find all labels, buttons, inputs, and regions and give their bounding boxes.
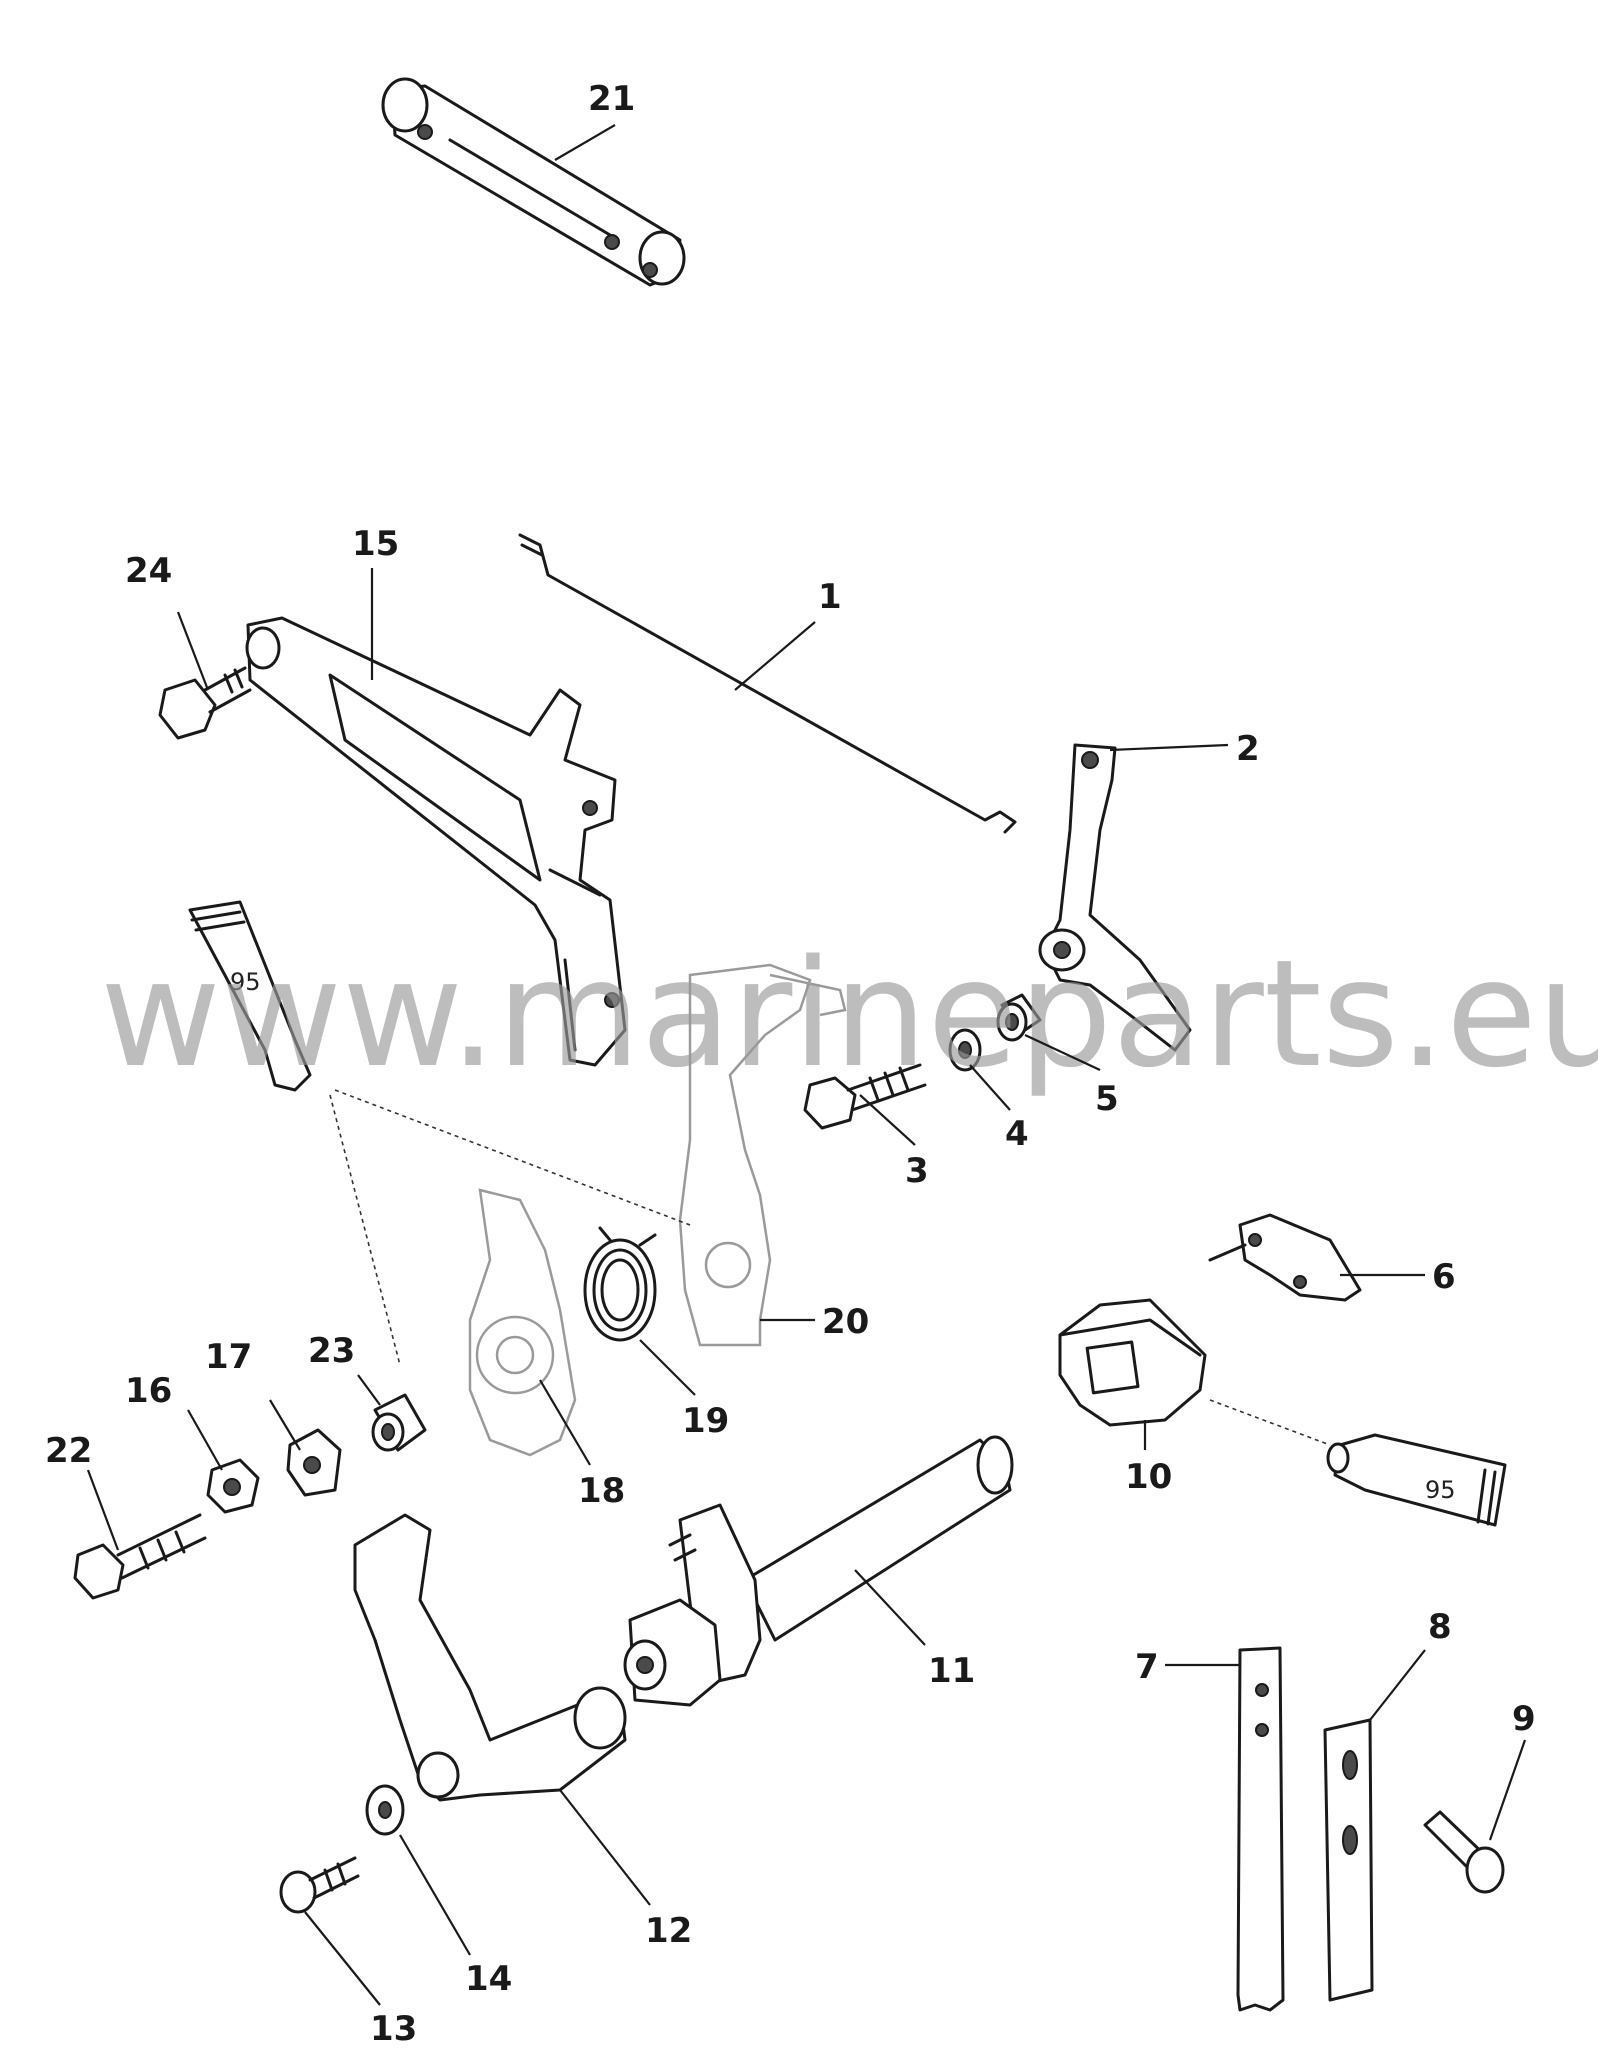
watermark: www.marineparts.eu bbox=[100, 928, 1598, 1100]
part-9-pin bbox=[1423, 1810, 1505, 1894]
part-18-plate bbox=[468, 1188, 577, 1457]
callout-5: 5 bbox=[1095, 1079, 1119, 1119]
callout-22: 22 bbox=[45, 1431, 92, 1471]
part-22-bolt bbox=[73, 1513, 207, 1600]
callout-1: 1 bbox=[818, 577, 842, 617]
callout-11: 11 bbox=[928, 1651, 975, 1691]
callout-20: 20 bbox=[822, 1302, 869, 1342]
callout-15: 15 bbox=[352, 524, 399, 564]
part-3-bolt bbox=[803, 1063, 927, 1130]
part-24-bolt bbox=[158, 666, 252, 740]
callout-21: 21 bbox=[588, 79, 635, 119]
part-17-nut bbox=[286, 1428, 342, 1497]
part-1-rod bbox=[518, 533, 1017, 834]
part-6-clip bbox=[1208, 1213, 1362, 1302]
callout-6: 6 bbox=[1432, 1257, 1456, 1297]
callout-16: 16 bbox=[125, 1371, 172, 1411]
part-4-washer bbox=[948, 1028, 982, 1072]
callout-17: 17 bbox=[205, 1337, 252, 1377]
callout-14: 14 bbox=[465, 1959, 512, 1999]
tube-label-right: 95 bbox=[1425, 1476, 1456, 1504]
tube-label-left: 95 bbox=[230, 968, 261, 996]
callout-8: 8 bbox=[1428, 1607, 1452, 1647]
part-13-screw bbox=[279, 1856, 360, 1914]
part-23-bushing bbox=[371, 1393, 427, 1452]
callout-9: 9 bbox=[1512, 1699, 1536, 1739]
part-14-washer bbox=[365, 1784, 405, 1836]
part-5-spacer bbox=[996, 993, 1042, 1042]
part-16-nut bbox=[206, 1458, 260, 1514]
part-21-link bbox=[381, 77, 686, 287]
callout-7: 7 bbox=[1135, 1647, 1159, 1687]
callout-13: 13 bbox=[370, 2009, 417, 2048]
grease-tube-left: 95 bbox=[188, 900, 312, 1092]
part-10-cam-housing bbox=[1058, 1298, 1207, 1427]
leader-lines bbox=[86, 124, 1527, 2006]
part-12-lever bbox=[353, 1513, 627, 1802]
callout-3: 3 bbox=[905, 1151, 929, 1191]
callout-24: 24 bbox=[125, 551, 172, 591]
callout-2: 2 bbox=[1236, 729, 1260, 769]
part-10-dashed-guide bbox=[1209, 1399, 1331, 1446]
callout-23: 23 bbox=[308, 1331, 355, 1371]
callout-18: 18 bbox=[578, 1471, 625, 1511]
dashed-guide-a bbox=[334, 1089, 691, 1226]
part-11-shaft bbox=[623, 1435, 1014, 1707]
callout-numbers: 21 15 24 1 2 3 4 5 6 20 19 18 17 16 23 2… bbox=[45, 79, 1536, 2048]
part-20-cam-bracket bbox=[678, 963, 847, 1347]
callout-12: 12 bbox=[645, 1911, 692, 1951]
callout-10: 10 bbox=[1125, 1457, 1172, 1497]
callout-4: 4 bbox=[1005, 1114, 1029, 1154]
part-8-plate bbox=[1323, 1718, 1374, 2002]
part-19-spring bbox=[583, 1226, 657, 1342]
part-7-strap bbox=[1236, 1646, 1285, 2012]
grease-tube-right: 95 bbox=[1326, 1433, 1507, 1527]
dashed-guide-b bbox=[329, 1094, 401, 1366]
callout-19: 19 bbox=[682, 1401, 729, 1441]
part-2-lever bbox=[1038, 743, 1192, 1052]
part-15-bracket bbox=[245, 616, 627, 1067]
